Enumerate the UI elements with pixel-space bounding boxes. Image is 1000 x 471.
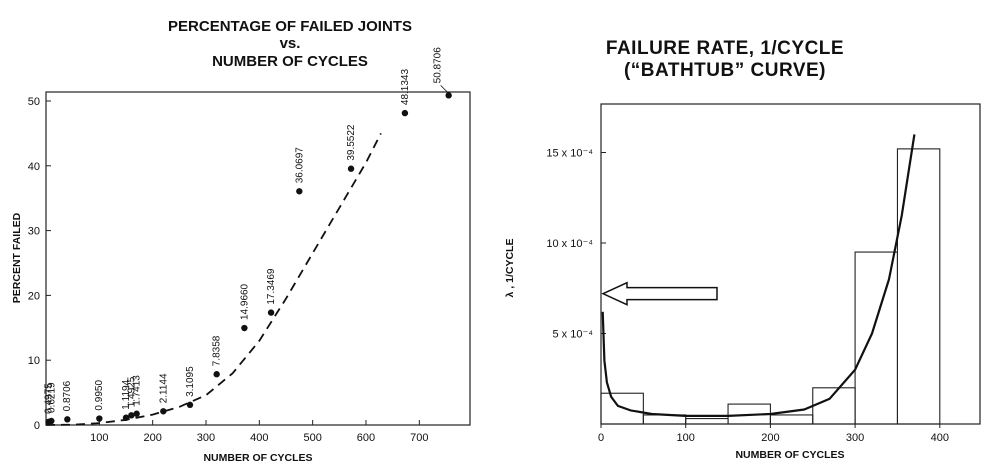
left-data-point — [296, 188, 303, 195]
right-ytick-label: 10 x 10⁻⁴ — [546, 238, 593, 250]
right-y-axis-label: λ , 1/CYCLE — [504, 239, 516, 298]
right-xtick-label: 200 — [761, 432, 779, 444]
left-title-line-3: NUMBER OF CYCLES — [212, 52, 368, 70]
left-data-point — [122, 414, 130, 421]
right-histogram-bar — [896, 148, 941, 425]
left-data-point — [128, 412, 135, 419]
left-data-point — [96, 415, 103, 422]
right-chart-title: FAILURE RATE, 1/CYCLE (“BATHTUB” CURVE) — [560, 38, 890, 82]
right-xtick-label: 400 — [931, 432, 949, 444]
left-data-label: 48.1343 — [400, 69, 411, 106]
left-data-label: 50.8706 — [433, 47, 444, 84]
left-data-label: 3.1095 — [185, 366, 196, 397]
left-data-point — [347, 165, 355, 172]
left-data-label: 0.6219 — [46, 382, 57, 413]
left-xtick-label: 700 — [410, 432, 428, 444]
left-ytick-label: 10 — [28, 355, 40, 367]
left-plot-frame — [45, 91, 471, 426]
left-data-label: 0.9950 — [94, 380, 105, 411]
right-histogram-bar — [600, 392, 644, 425]
left-data-point — [445, 92, 452, 99]
right-x-axis-label: NUMBER OF CYCLES — [735, 449, 844, 461]
left-data-label: 1.7413 — [132, 375, 143, 406]
left-title-line-2: vs. — [279, 35, 301, 53]
right-pointer-arrow — [601, 281, 718, 306]
left-data-point — [160, 408, 167, 415]
left-data-label: 17.3469 — [266, 268, 277, 305]
left-xtick-label: 500 — [303, 432, 321, 444]
left-data-point — [133, 410, 140, 417]
left-data-label: 36.0697 — [294, 147, 305, 184]
right-bathtub-curve — [601, 134, 916, 417]
left-data-point — [186, 401, 194, 409]
left-xtick-label: 300 — [197, 432, 215, 444]
left-ytick-label: 30 — [28, 226, 40, 238]
right-title-line-2: (“BATHTUB” CURVE) — [623, 59, 826, 81]
left-y-axis-label: PERCENT FAILED — [11, 212, 23, 303]
left-data-label: 39.5522 — [346, 124, 357, 161]
left-ytick-label: 20 — [28, 290, 40, 302]
left-data-point — [213, 371, 220, 378]
left-ytick-label: 40 — [28, 161, 40, 173]
right-histogram-bar — [685, 418, 729, 425]
left-xtick-label: 400 — [250, 432, 268, 444]
left-data-point — [401, 109, 409, 117]
right-ytick-label: 5 x 10⁻⁴ — [553, 329, 594, 341]
left-title-line-1: PERCENTAGE OF FAILED JOINTS — [168, 18, 412, 35]
right-xtick-label: 300 — [846, 432, 864, 444]
right-title-line-1: FAILURE RATE, 1/CYCLE — [605, 38, 845, 59]
right-ytick-label: 15 x 10⁻⁴ — [546, 148, 593, 160]
left-fit-curve — [45, 132, 382, 426]
right-histogram-bar — [769, 414, 814, 425]
left-ytick-label: 50 — [28, 96, 40, 108]
left-x-axis-label: NUMBER OF CYCLES — [203, 452, 312, 464]
left-xtick-label: 200 — [143, 432, 161, 444]
left-data-label: 1.1194 — [121, 379, 132, 409]
left-data-label: 14.9660 — [239, 283, 250, 320]
left-data-label: 0.4975 — [44, 383, 55, 414]
left-label-leader-line — [440, 85, 448, 93]
left-data-label: 2.1144 — [158, 373, 169, 403]
right-plot-frame — [600, 103, 981, 425]
left-chart-title: PERCENTAGE OF FAILED JOINTS vs. NUMBER O… — [60, 18, 520, 70]
left-data-point — [48, 417, 55, 425]
right-xtick-label: 0 — [598, 432, 604, 444]
left-xtick-label: 100 — [90, 432, 108, 444]
left-data-label: 7.8358 — [212, 335, 223, 366]
left-data-label: 1.4925 — [126, 376, 137, 407]
right-xtick-label: 100 — [677, 432, 695, 444]
left-data-point — [241, 324, 248, 332]
right-histogram-bar — [854, 251, 898, 425]
left-data-label: 0.8706 — [62, 380, 73, 411]
left-ytick-label: 0 — [34, 420, 40, 432]
left-data-point — [267, 309, 275, 316]
left-xtick-label: 600 — [357, 432, 375, 444]
left-data-point — [64, 416, 71, 423]
